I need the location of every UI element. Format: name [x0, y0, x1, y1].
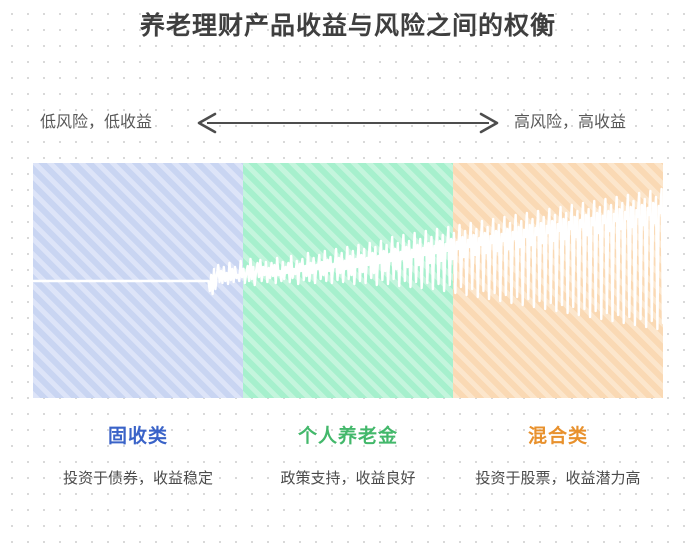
- band-stripes: [453, 163, 663, 398]
- page-title: 养老理财产品收益与风险之间的权衡: [139, 13, 556, 40]
- category-title: 固收类: [107, 426, 168, 447]
- chart-band-mixed: [453, 163, 663, 398]
- volatility-chart: [33, 163, 663, 398]
- category-item-mixed: 混合类 投资于股票，收益潜力高: [453, 424, 663, 491]
- band-stripes: [243, 163, 453, 398]
- scale-label-high-risk: 高风险，高收益: [514, 114, 627, 131]
- risk-return-scale: 低风险，低收益 高风险，高收益: [0, 106, 696, 140]
- scale-label-low-risk: 低风险，低收益: [40, 114, 153, 131]
- category-list: 固收类 投资于债券，收益稳定 个人养老金 政策支持，收益良好 混合类 投资于股票…: [33, 424, 663, 539]
- category-description: 投资于股票，收益潜力高: [475, 471, 641, 487]
- category-description: 政策支持，收益良好: [280, 471, 416, 487]
- double-headed-arrow-icon: [193, 112, 503, 134]
- category-title: 混合类: [527, 426, 588, 447]
- category-title: 个人养老金: [297, 426, 398, 447]
- band-stripes: [33, 163, 243, 398]
- chart-band-personal-pension: [243, 163, 453, 398]
- chart-band-fixed-income: [33, 163, 243, 398]
- category-item-fixed-income: 固收类 投资于债券，收益稳定: [33, 424, 243, 491]
- category-description: 投资于债券，收益稳定: [62, 471, 213, 487]
- category-item-personal-pension: 个人养老金 政策支持，收益良好: [243, 424, 453, 491]
